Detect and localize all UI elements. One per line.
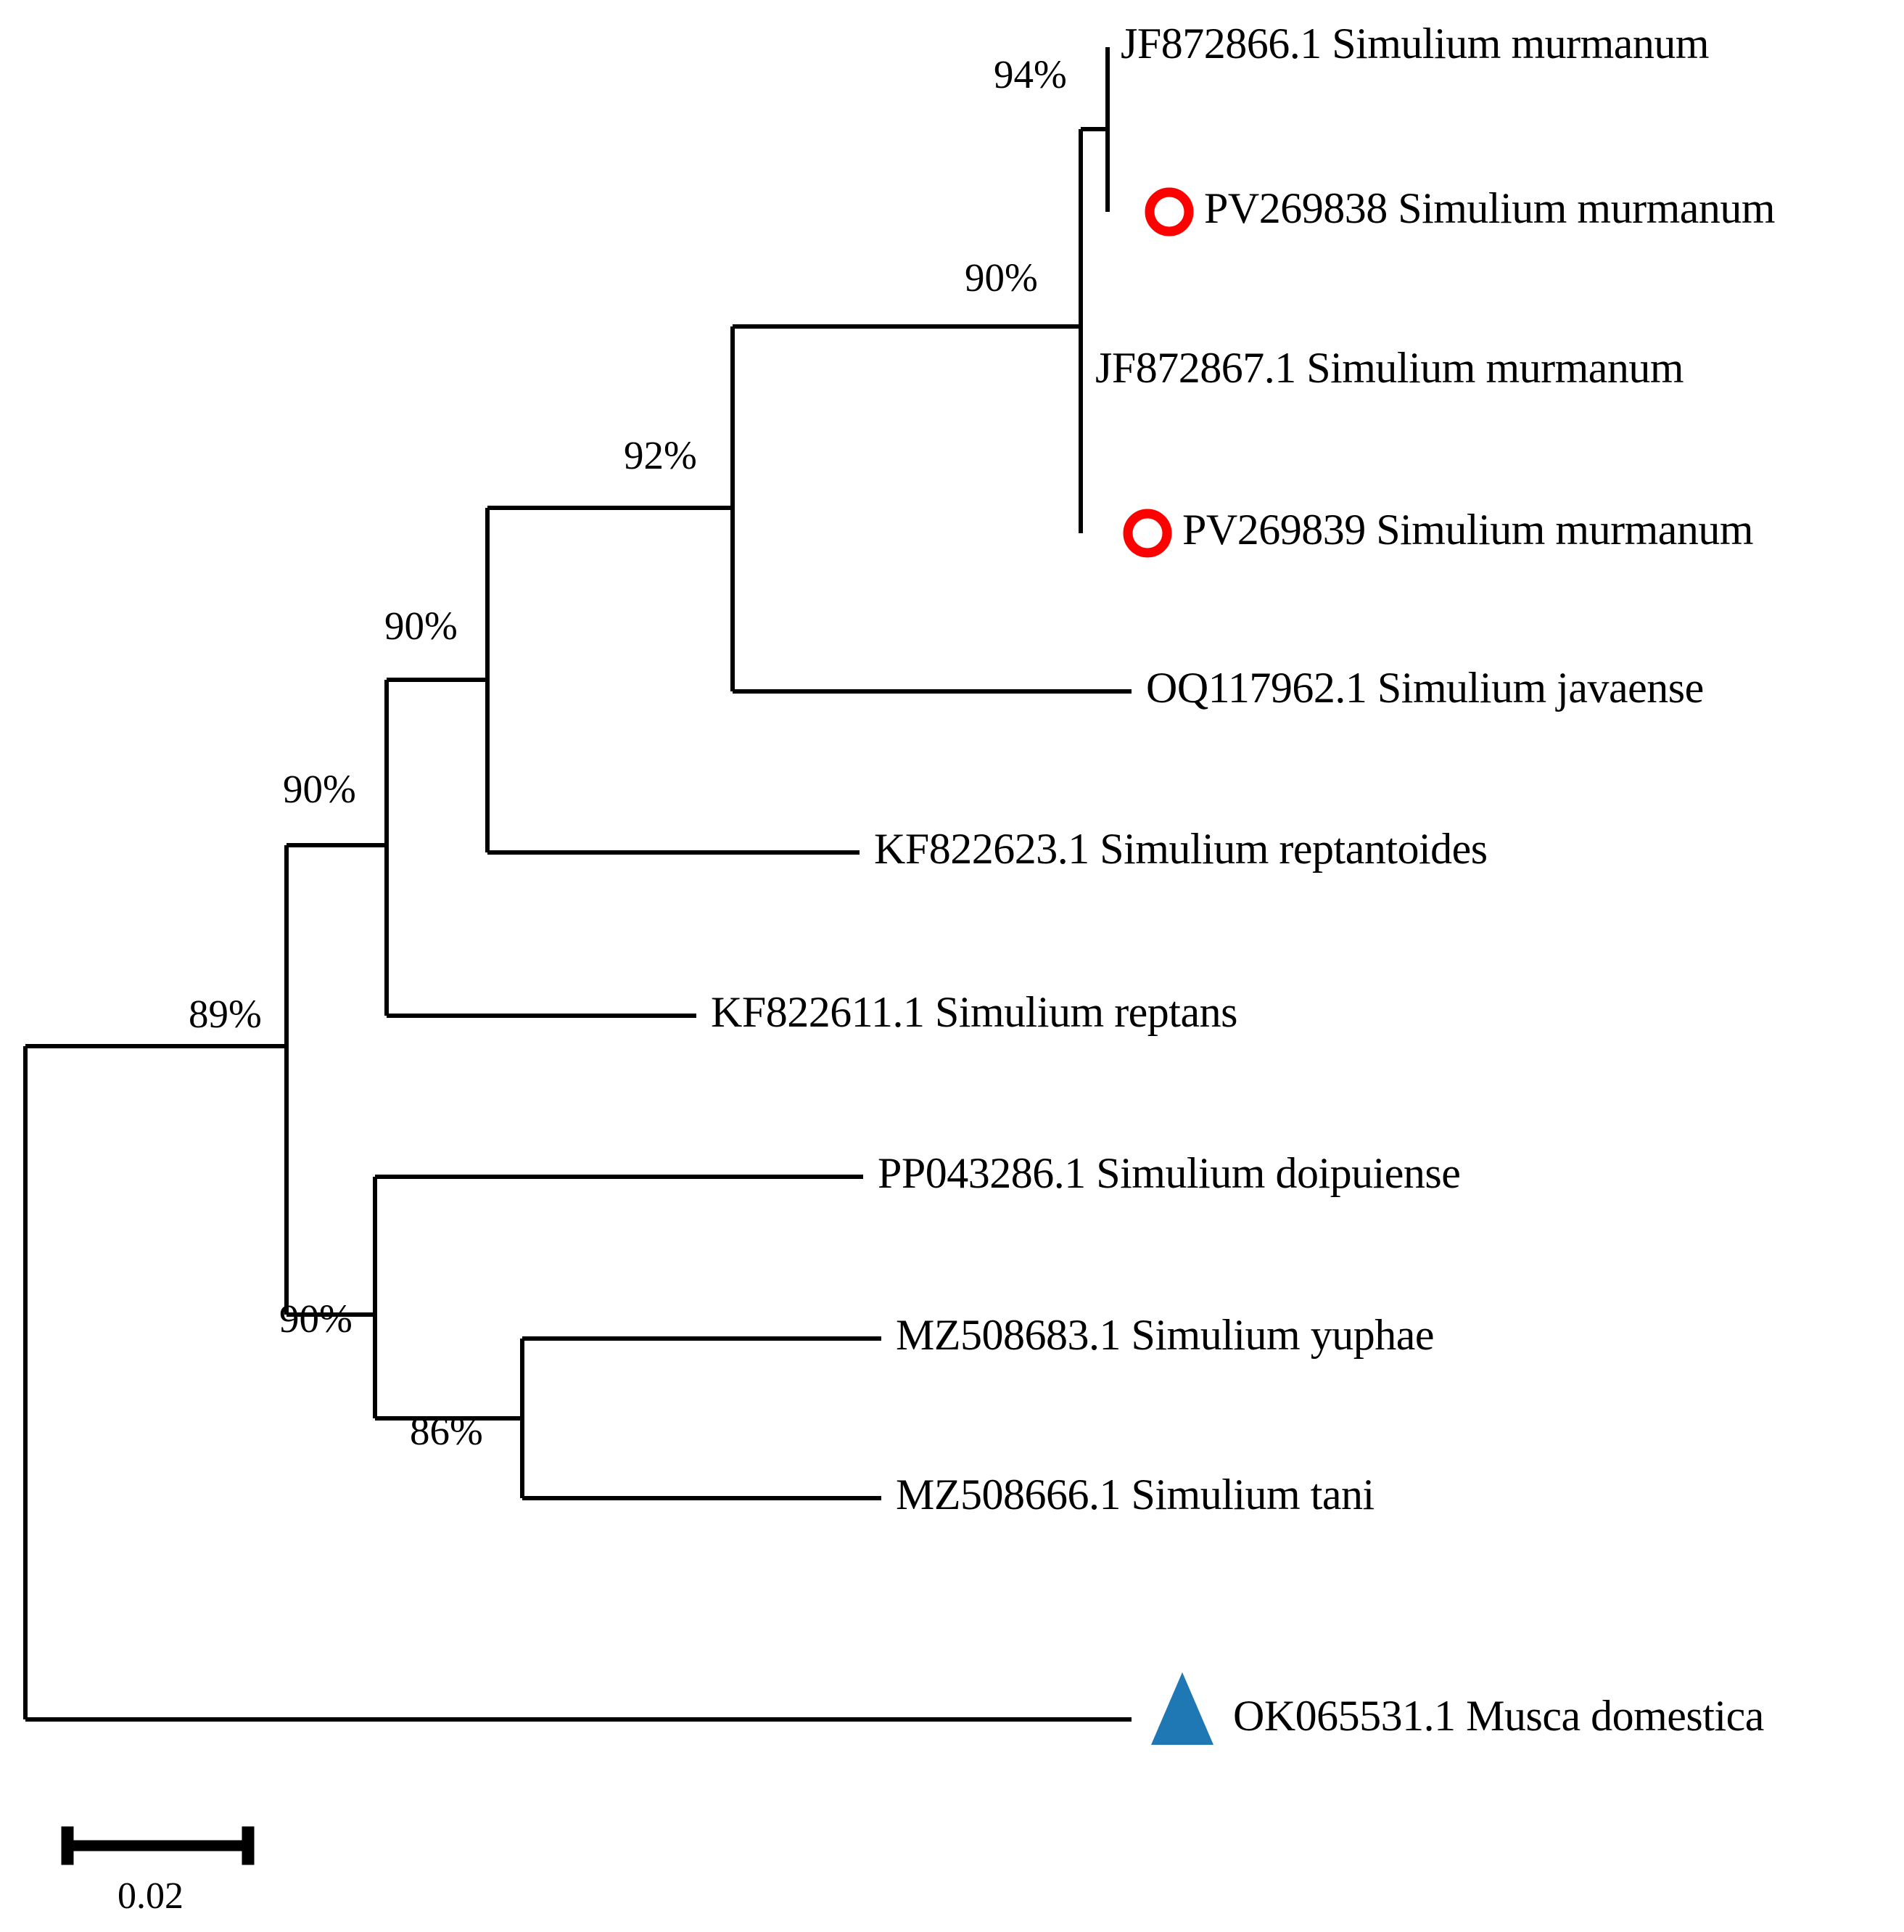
taxon-label-PV269839: PV269839 Simulium murmanum [1182, 506, 1754, 554]
taxon-label-PV269838: PV269838 Simulium murmanum [1204, 184, 1776, 232]
taxon-label-KF822623: KF822623.1 Simulium reptantoides [874, 825, 1488, 873]
red-circle-marker [1123, 509, 1172, 558]
blue-triangle-marker [1151, 1672, 1213, 1745]
support-value-n90d: 90% [279, 1296, 353, 1341]
taxon-label-JF872866: JF872866.1 Simulium murmanum [1121, 20, 1710, 67]
red-circle-marker [1145, 187, 1194, 237]
support-value-n92: 92% [624, 433, 697, 477]
scale-bar-label: 0.02 [118, 1875, 184, 1917]
taxon-label-OK065531: OK065531.1 Musca domestica [1233, 1692, 1764, 1740]
support-value-n89: 89% [189, 992, 262, 1036]
scale-bar [61, 1826, 255, 1865]
taxon-label-PP043286: PP043286.1 Simulium doipuiense [878, 1149, 1461, 1197]
taxon-label-KF822611: KF822611.1 Simulium reptans [711, 988, 1237, 1036]
taxon-label-OQ117962: OQ117962.1 Simulium javaense [1146, 664, 1704, 712]
support-value-n90b: 90% [384, 604, 458, 648]
support-value-n90c: 90% [283, 767, 356, 811]
taxon-label-MZ508683: MZ508683.1 Simulium yuphae [896, 1311, 1434, 1359]
support-value-n86: 86% [410, 1409, 483, 1453]
support-value-n90a: 90% [965, 255, 1038, 300]
taxon-label-JF872867: JF872867.1 Simulium murmanum [1095, 344, 1684, 392]
taxon-label-MZ508666: MZ508666.1 Simulium tani [896, 1471, 1375, 1518]
support-value-n94: 94% [994, 52, 1067, 96]
